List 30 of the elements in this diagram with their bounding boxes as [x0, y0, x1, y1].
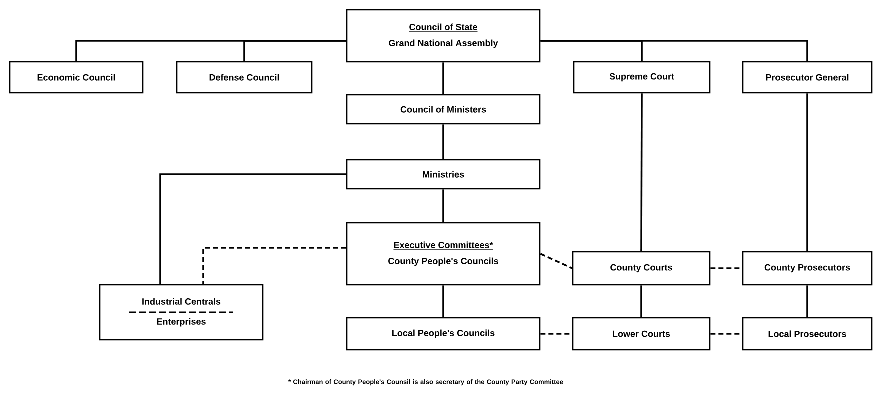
connector-line	[160, 174, 346, 284]
org-box: Supreme Court	[573, 61, 711, 94]
connector-line	[806, 94, 808, 252]
org-box: Defense Council	[176, 61, 313, 94]
connector-line	[710, 333, 742, 335]
connector-line	[540, 40, 808, 62]
connector-line	[640, 94, 643, 252]
connector-line	[244, 40, 346, 62]
connector-line	[806, 286, 808, 318]
org-box: County Courts	[572, 251, 711, 286]
org-box: Economic Council	[9, 61, 144, 94]
connector-line	[442, 62, 444, 94]
org-box: Industrial Centrals Enterprises	[99, 284, 264, 341]
connector-line	[540, 333, 572, 335]
org-box: County Prosecutors	[742, 251, 873, 286]
connector-line	[442, 190, 444, 222]
org-box: Lower Courts	[572, 317, 711, 351]
org-box: Local Prosecutors	[742, 317, 873, 351]
connector-line	[442, 124, 444, 160]
org-box: Executive Committees* County People's Councils	[346, 222, 541, 286]
connector-line	[710, 268, 742, 270]
connector-line	[442, 286, 444, 318]
org-box: Prosecutor General	[742, 61, 873, 94]
org-box: Ministries	[346, 159, 541, 190]
connector-line	[540, 253, 573, 270]
connector-line	[640, 286, 642, 318]
org-box: Local People's Councils	[346, 317, 541, 351]
org-box: Council of State Grand National Assembly	[346, 9, 541, 63]
connector-line	[202, 247, 346, 284]
org-box: Council of Ministers	[346, 94, 541, 125]
